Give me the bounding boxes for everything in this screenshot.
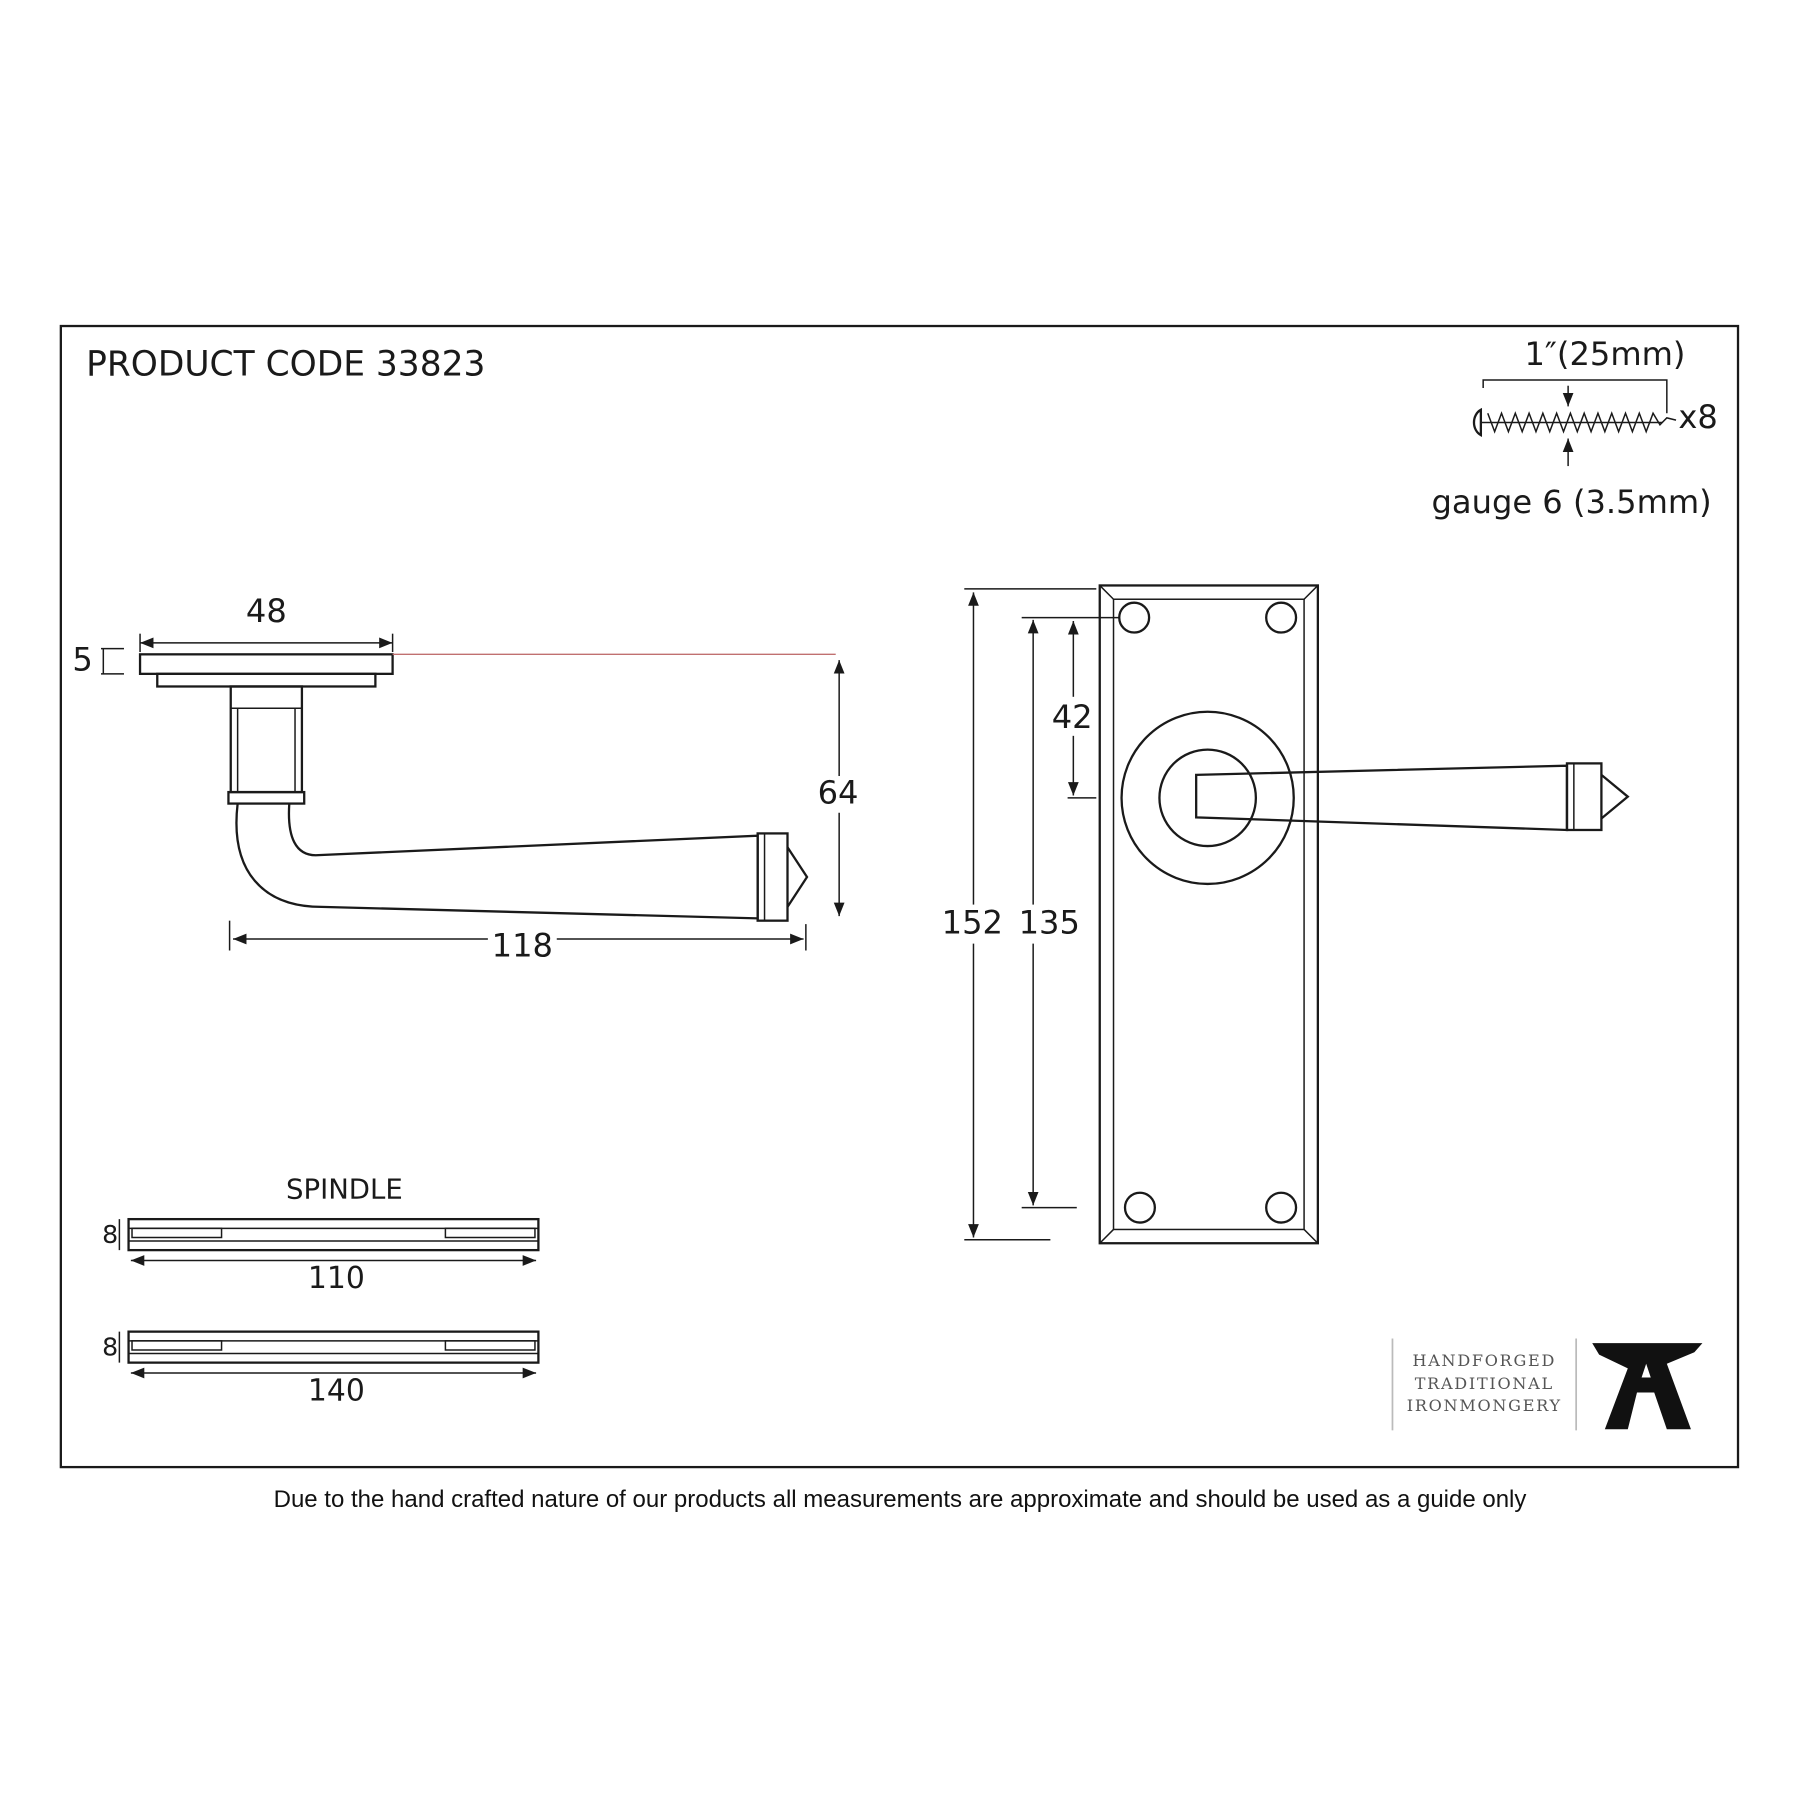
spindle-110: 8 110 [102, 1217, 540, 1296]
logo-line-1: HANDFORGED [1413, 1351, 1557, 1370]
screw-quantity: x8 [1678, 398, 1717, 436]
product-code: PRODUCT CODE 33823 [86, 344, 485, 384]
screw-hole [1123, 1191, 1156, 1224]
screw-icon [1472, 407, 1677, 437]
spindle-length: 110 [308, 1261, 365, 1296]
plate-height-dim: 152 [942, 903, 1003, 941]
logo-line-3: IRONMONGERY [1407, 1396, 1562, 1415]
logo-line-2: TRADITIONAL [1415, 1374, 1554, 1393]
screw-hole [1118, 601, 1151, 634]
disclaimer: Due to the hand crafted nature of our pr… [273, 1486, 1527, 1513]
spindle-offset-dim: 42 [1052, 698, 1093, 736]
rose-width-dim: 48 [246, 592, 287, 630]
spindle-size: 8 [102, 1333, 118, 1362]
spindle-140: 8 140 [102, 1330, 540, 1409]
brand-logo: HANDFORGED TRADITIONAL IRONMONGERY [1391, 1338, 1703, 1431]
lever-length-dim: 118 [492, 926, 553, 964]
drawing-frame [59, 324, 1740, 1469]
projection-dim: 64 [818, 774, 859, 812]
screw-hole [1265, 1191, 1298, 1224]
rose-thickness-dim: 5 [72, 640, 92, 678]
screw-hole [1265, 601, 1298, 634]
hole-centres-dim: 135 [1019, 903, 1080, 941]
spindle-section: SPINDLE 8 110 8 140 [102, 1173, 540, 1409]
spindle-length: 140 [308, 1374, 365, 1409]
anvil-icon [1592, 1343, 1703, 1430]
handle-front-view: 152 135 42 [935, 584, 1630, 1245]
screw-spec: 1″(25mm) x8 gauge 6 (3.5mm) [1432, 335, 1718, 521]
spindle-title: SPINDLE [286, 1173, 403, 1205]
screw-length-label: 1″(25mm) [1524, 335, 1685, 373]
screw-gauge-label: gauge 6 (3.5mm) [1432, 483, 1712, 521]
handle-side-view: 48 5 64 118 [72, 592, 864, 964]
spindle-size: 8 [102, 1220, 118, 1249]
